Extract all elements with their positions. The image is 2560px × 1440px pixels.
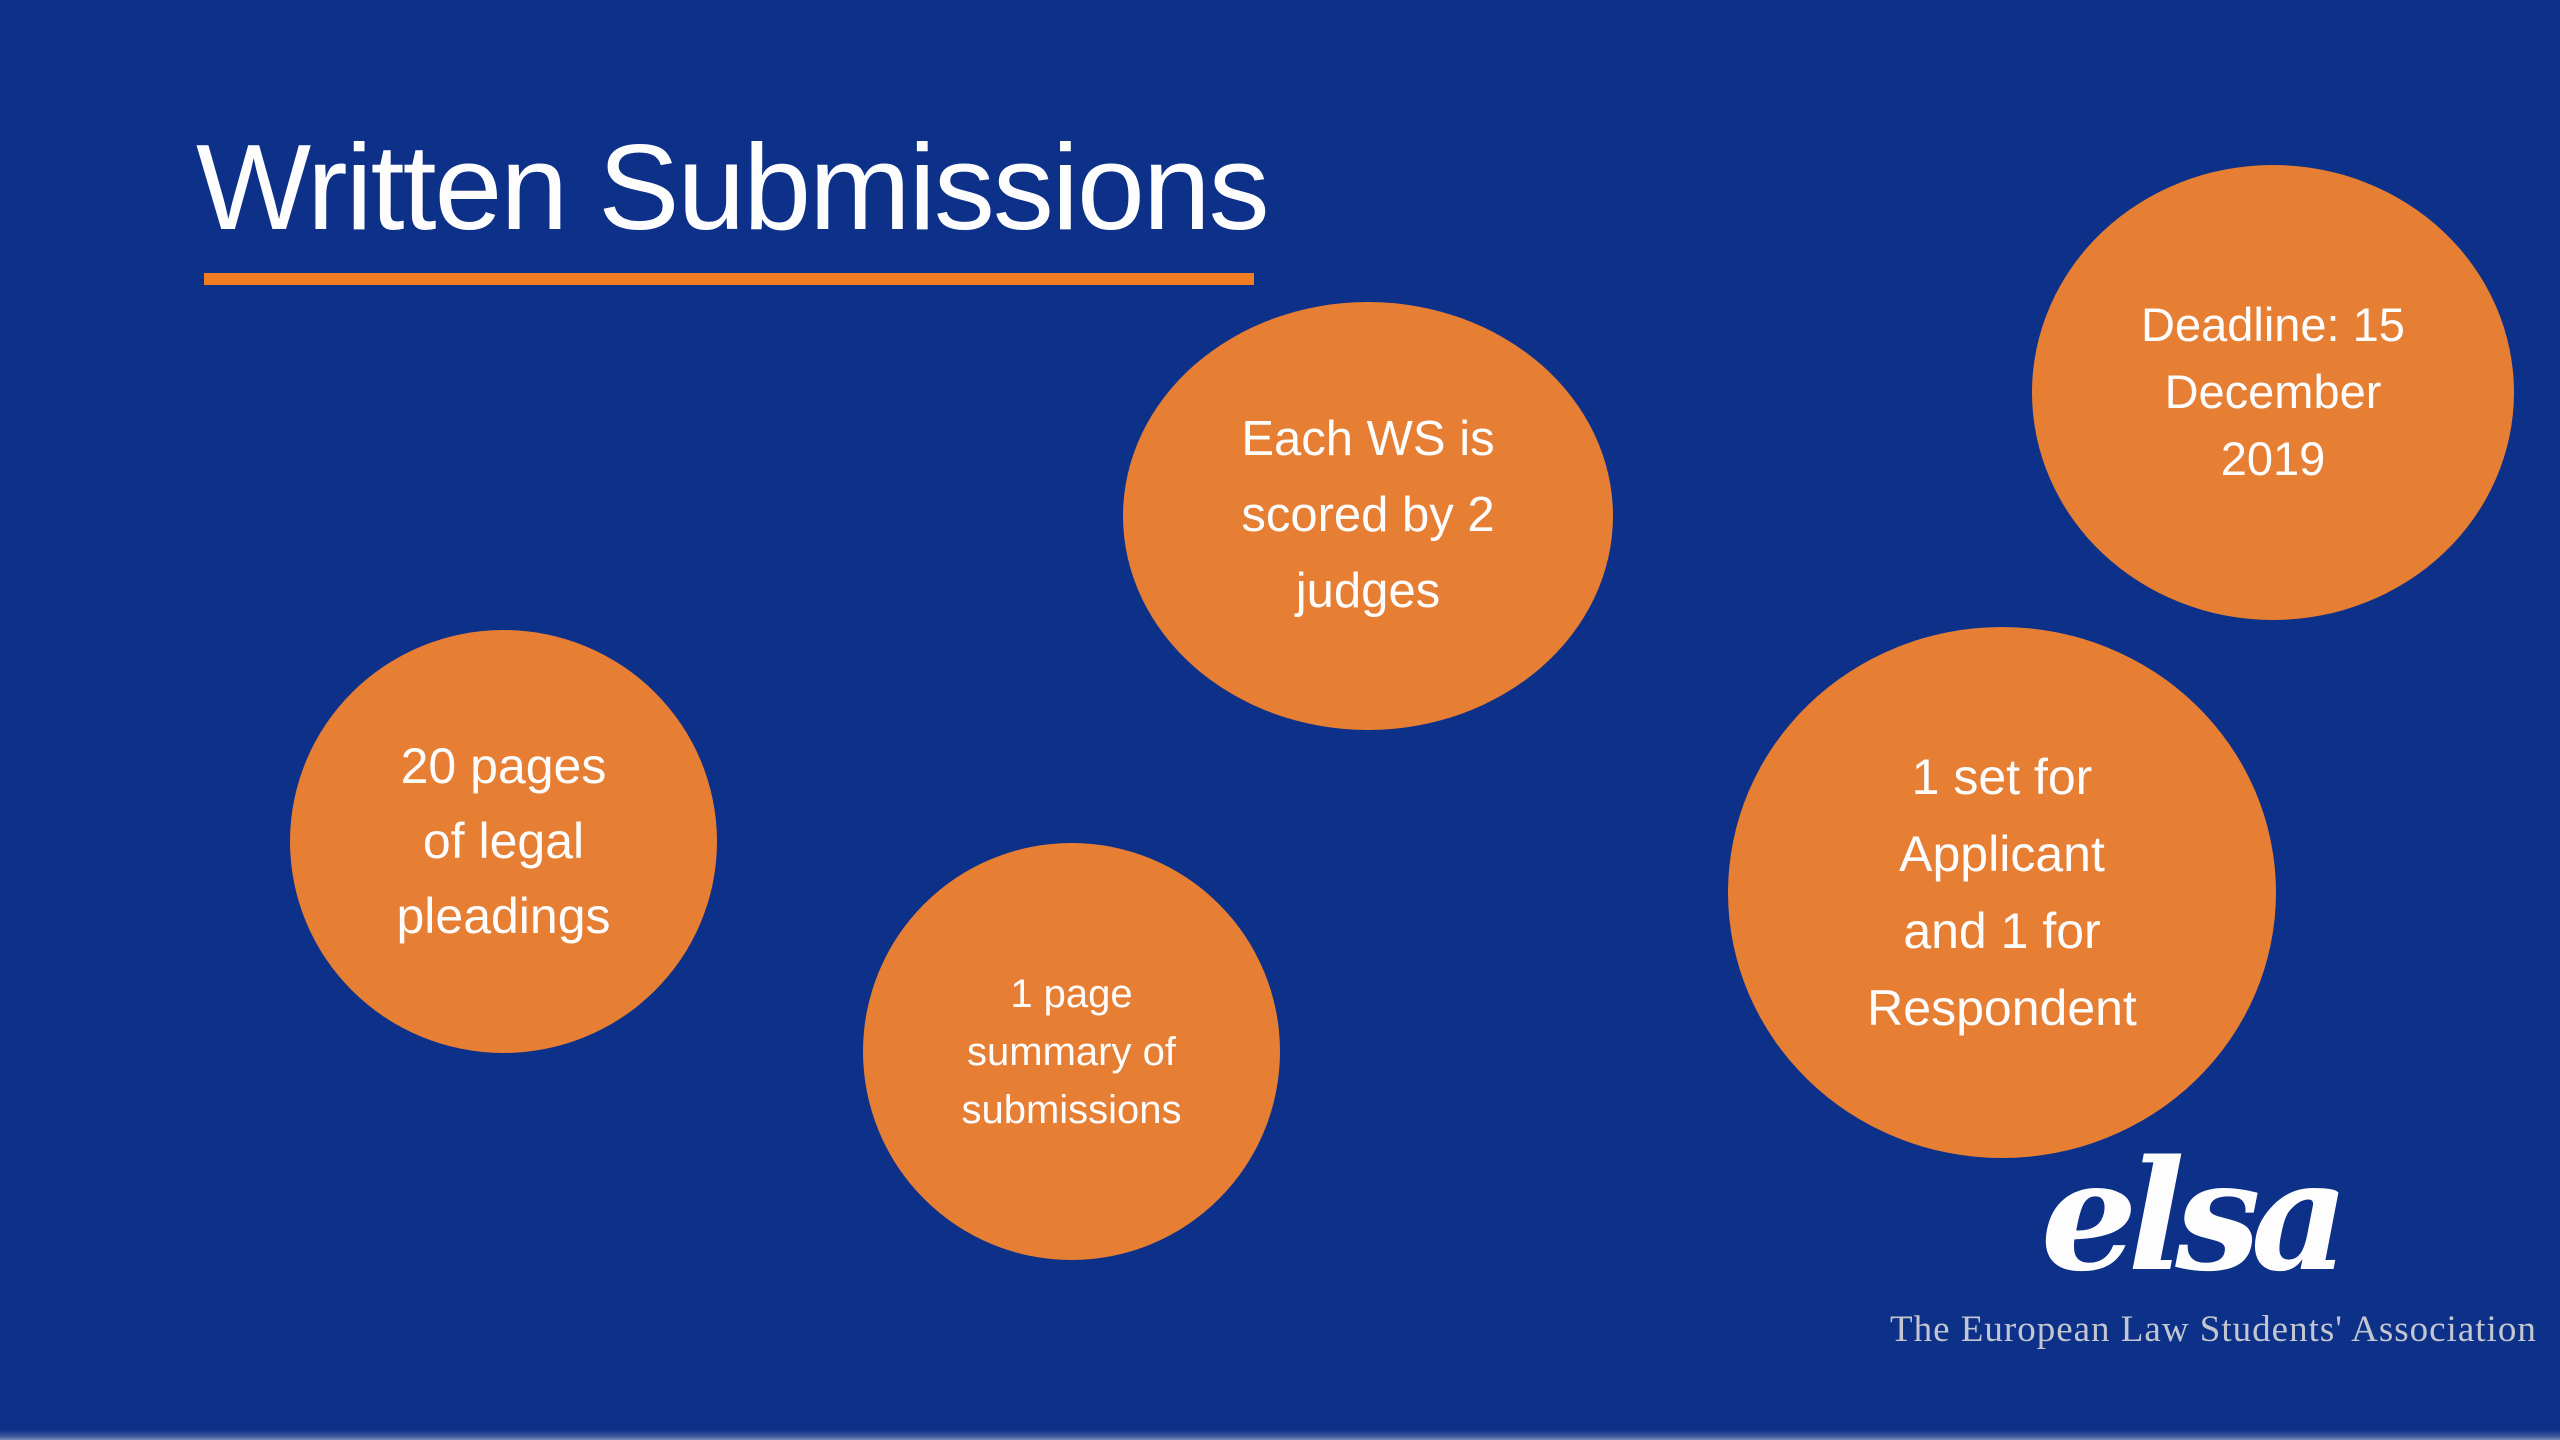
bubble-20-pages: 20 pages of legal pleadings [290, 630, 717, 1053]
bubble-deadline-text: Deadline: 15 December 2019 [2141, 298, 2405, 485]
bubble-applicant-respondent-sets-text: 1 set for Applicant and 1 for Respondent [1867, 748, 2137, 1036]
elsa-tagline: The European Law Students' Association [1890, 1309, 2537, 1350]
bubble-scored-by-judges: Each WS is scored by 2 judges [1123, 302, 1613, 730]
elsa-wordmark: elsa [2040, 1126, 2350, 1305]
bubble-applicant-respondent-sets: 1 set for Applicant and 1 for Respondent [1728, 627, 2276, 1158]
bottom-edge-highlight [0, 1430, 2560, 1440]
elsa-logo: elsa The European Law Students' Associat… [1890, 1126, 2537, 1351]
bubble-1-page-summary: 1 page summary of submissions [863, 843, 1280, 1260]
slide-title: Written Submissions [196, 119, 1270, 255]
title-underline [204, 273, 1254, 285]
bubble-20-pages-text: 20 pages of legal pleadings [396, 738, 611, 944]
bubble-deadline: Deadline: 15 December 2019 [2032, 165, 2514, 620]
bubble-1-page-summary-text: 1 page summary of submissions [961, 971, 1182, 1132]
bubble-scored-by-judges-text: Each WS is scored by 2 judges [1241, 412, 1495, 618]
